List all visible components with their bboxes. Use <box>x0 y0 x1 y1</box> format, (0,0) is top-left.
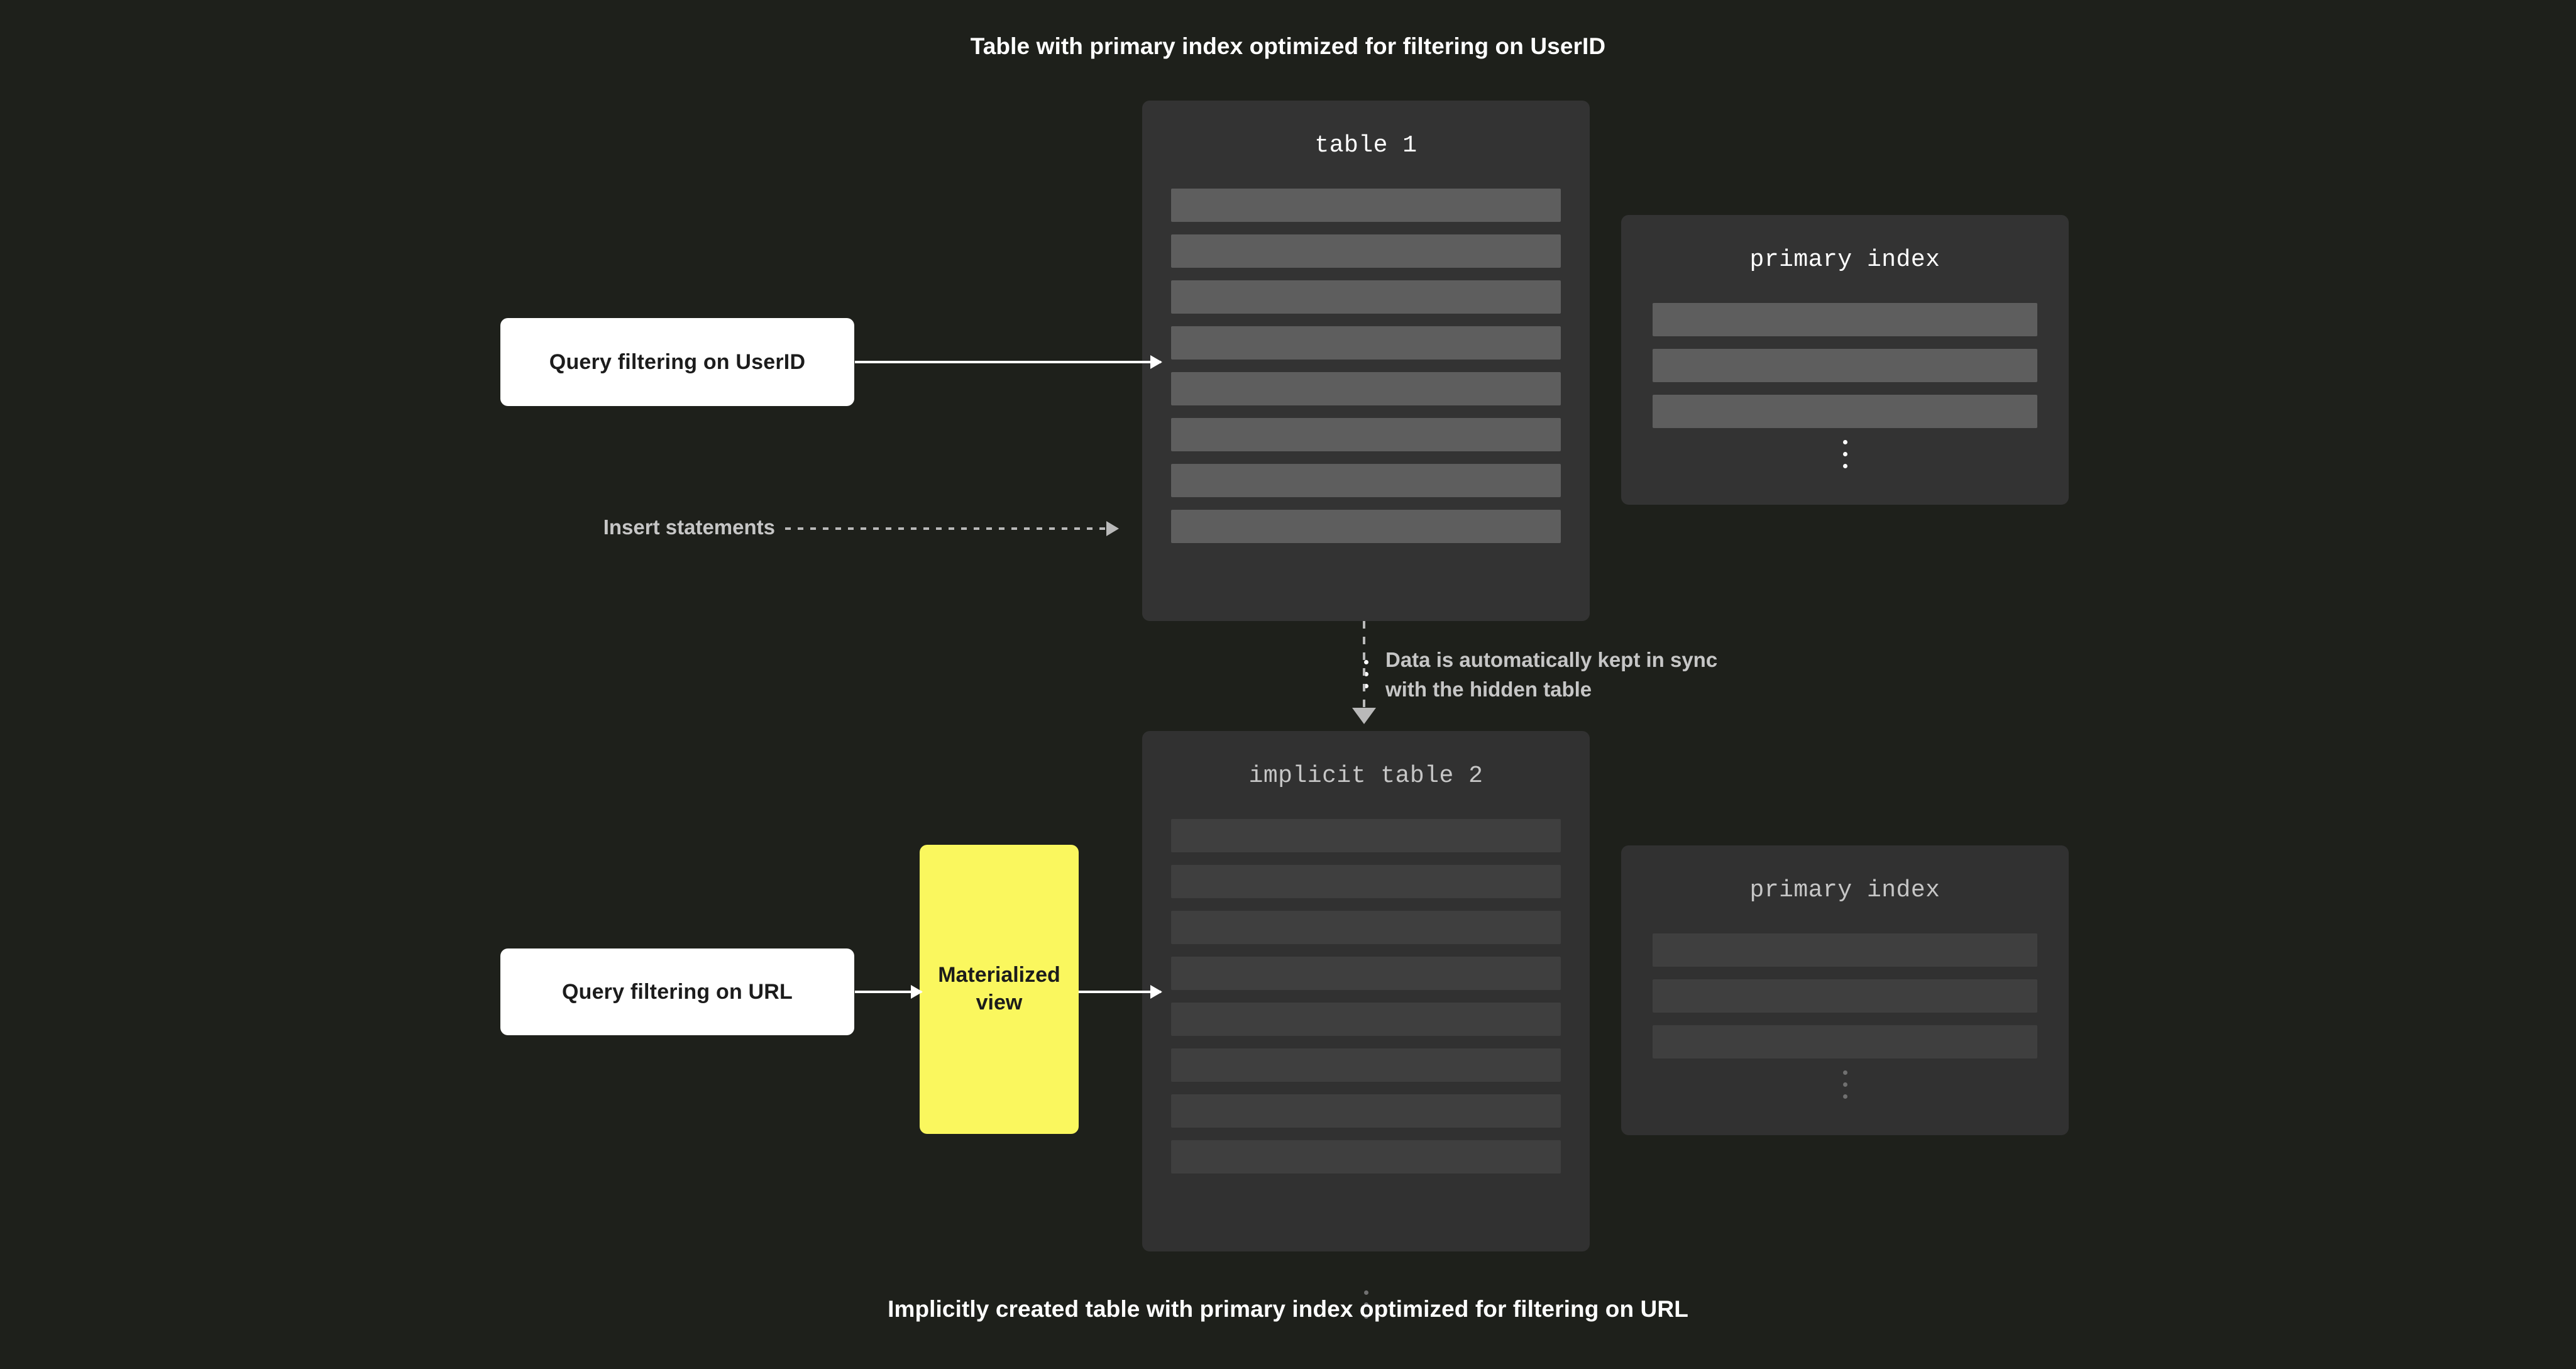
table-1-rows <box>1142 189 1590 556</box>
vertical-ellipsis-icon <box>1142 1290 1590 1319</box>
table-row <box>1171 234 1561 268</box>
index-row <box>1653 303 2037 336</box>
materialized-view-label-line-1: Materialized <box>938 963 1060 987</box>
table-row <box>1171 418 1561 451</box>
table-row <box>1171 1003 1561 1036</box>
primary-index-bottom-card: primary index <box>1621 845 2069 1135</box>
table-row <box>1171 819 1561 852</box>
insert-statements-dotted-arrow <box>785 527 1116 530</box>
primary-index-top-card: primary index <box>1621 215 2069 505</box>
vertical-ellipsis-icon <box>1142 660 1590 688</box>
implicit-table-2-rows <box>1142 819 1590 1186</box>
index-row <box>1653 349 2037 382</box>
table-row <box>1171 1140 1561 1174</box>
table-1-title: table 1 <box>1314 132 1417 159</box>
primary-index-bottom-rows <box>1621 933 2069 1071</box>
table-row <box>1171 510 1561 543</box>
materialized-view-label-line-2: view <box>976 991 1023 1014</box>
table-row <box>1171 957 1561 990</box>
table-row <box>1171 464 1561 497</box>
sync-label-line-1: Data is automatically kept in sync <box>1385 648 1718 671</box>
vertical-ellipsis-icon <box>1621 440 2069 468</box>
bottom-caption: Implicitly created table with primary in… <box>888 1296 1688 1322</box>
table-1-card: table 1 <box>1142 101 1590 688</box>
table-row <box>1171 189 1561 222</box>
top-caption: Table with primary index optimized for f… <box>970 33 1606 59</box>
arrow-query-url-to-materialized-view <box>855 991 922 993</box>
primary-index-top-rows <box>1621 303 2069 441</box>
table-row <box>1171 911 1561 944</box>
arrow-query-userid-to-table1 <box>855 361 1161 363</box>
index-row <box>1653 1025 2037 1058</box>
table-row <box>1171 280 1561 314</box>
index-row <box>1653 395 2037 428</box>
table-row <box>1171 372 1561 405</box>
implicit-table-2-card: implicit table 2 <box>1142 731 1590 1319</box>
sync-dashed-arrow <box>1363 621 1365 709</box>
query-filtering-on-url-box: Query filtering on URL <box>500 948 854 1035</box>
index-row <box>1653 933 2037 967</box>
sync-label-line-2: with the hidden table <box>1385 677 1592 701</box>
table-row <box>1171 865 1561 898</box>
table-row <box>1171 326 1561 360</box>
insert-statements-label: Insert statements <box>603 515 775 539</box>
vertical-ellipsis-icon <box>1621 1070 2069 1099</box>
table-row <box>1171 1048 1561 1082</box>
query-filtering-on-userid-box: Query filtering on UserID <box>500 318 854 406</box>
index-row <box>1653 979 2037 1013</box>
arrow-materialized-view-to-table2 <box>1079 991 1161 993</box>
table-row <box>1171 1094 1561 1128</box>
materialized-view-box: Materialized view <box>920 845 1079 1134</box>
sync-annotation-label: Data is automatically kept in sync with … <box>1385 646 1717 705</box>
primary-index-bottom-title: primary index <box>1749 877 1940 904</box>
implicit-table-2-title: implicit table 2 <box>1248 762 1483 789</box>
primary-index-top-title: primary index <box>1749 246 1940 273</box>
